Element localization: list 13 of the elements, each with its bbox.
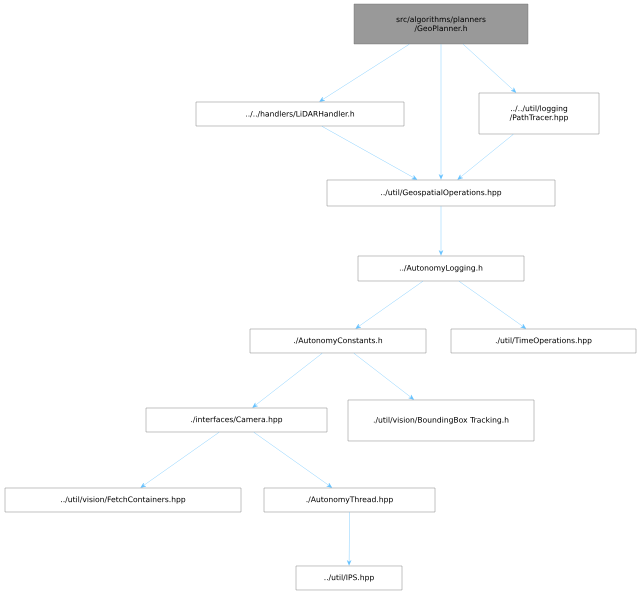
arrow xyxy=(457,134,514,180)
arrow xyxy=(438,44,444,180)
arrow xyxy=(354,353,414,400)
arrow xyxy=(254,432,332,488)
arrow xyxy=(462,44,516,93)
arrow xyxy=(319,44,410,102)
arrow xyxy=(356,281,424,329)
arrow xyxy=(322,126,418,180)
arrow xyxy=(438,206,444,256)
arrow xyxy=(346,512,352,566)
arrow xyxy=(458,281,526,329)
arrow xyxy=(140,432,220,488)
arrow xyxy=(252,353,323,408)
